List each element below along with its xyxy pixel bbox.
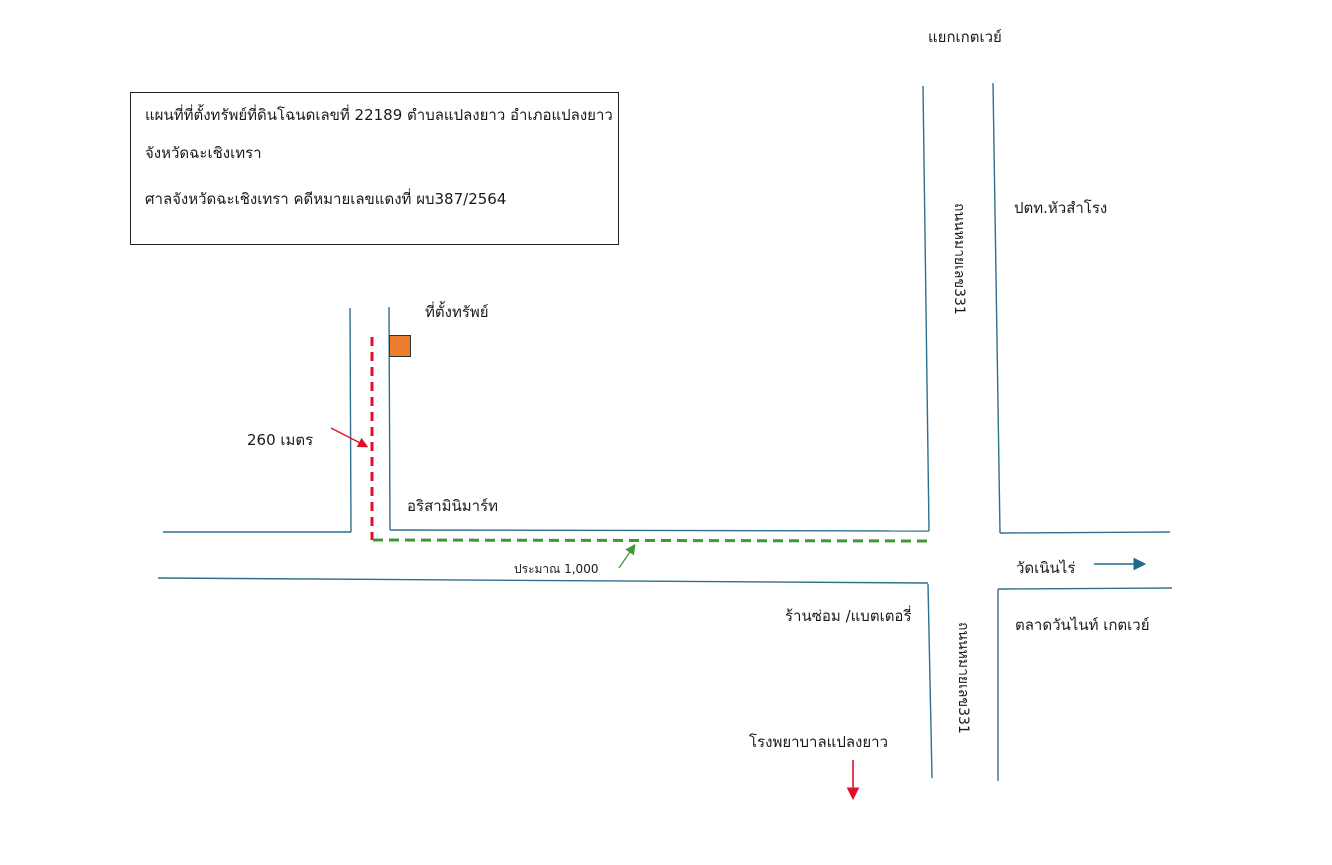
title-line-province: จังหวัดฉะเชิงเทรา: [145, 144, 262, 162]
title-line-court-case: ศาลจังหวัดฉะเชิงเทรา คดีหมายเลขแดงที่ ผบ…: [145, 190, 507, 208]
label-road-331-south: ถนนหมายเลข331: [955, 622, 971, 734]
label-market: ตลาดวันไนท์ เกตเวย์: [1015, 616, 1150, 634]
map-title-box: แผนที่ที่ตั้งทรัพย์ที่ดินโฉนดเลขที่ 2218…: [130, 92, 619, 245]
label-minimart: อริสามินิมาร์ท: [407, 497, 499, 515]
main-road-north-edge-east: [389, 529, 930, 532]
label-hospital: โรงพยาบาลแปลงยาว: [749, 733, 889, 751]
label-gas-station: ปตท.หัวสำโรง: [1014, 199, 1108, 217]
label-junction: แยกเกตเวย์: [928, 28, 1002, 46]
label-repair-shop: ร้านซ่อม /แบตเตอรี่: [785, 607, 912, 625]
label-property-location: ที่ตั้งทรัพย์: [425, 303, 489, 321]
label-distance-260: 260 เมตร: [247, 431, 314, 449]
main-road-south-edge: [157, 577, 929, 584]
east-road-south-edge: [997, 587, 1173, 590]
approx-distance-arrow-icon: [618, 543, 636, 569]
highway-331-west-edge-north: [922, 85, 930, 532]
title-line-deed: แผนที่ที่ตั้งทรัพย์ที่ดินโฉนดเลขที่ 2218…: [145, 106, 613, 124]
east-road-north-edge: [999, 531, 1171, 534]
property-marker: [389, 335, 411, 357]
label-approx-distance: ประมาณ 1,000: [514, 562, 599, 576]
label-road-331-north: ถนนหมายเลข331: [951, 203, 967, 315]
road-network: [157, 82, 1173, 781]
highway-331-west-edge-south: [927, 583, 933, 779]
label-temple: วัดเนินไร่: [1016, 559, 1076, 577]
green-dashed-path: [372, 538, 931, 543]
distance-260-arrow-icon: [330, 427, 369, 448]
highway-331-east-edge-north: [992, 82, 1001, 534]
side-road-left-edge: [349, 307, 352, 533]
